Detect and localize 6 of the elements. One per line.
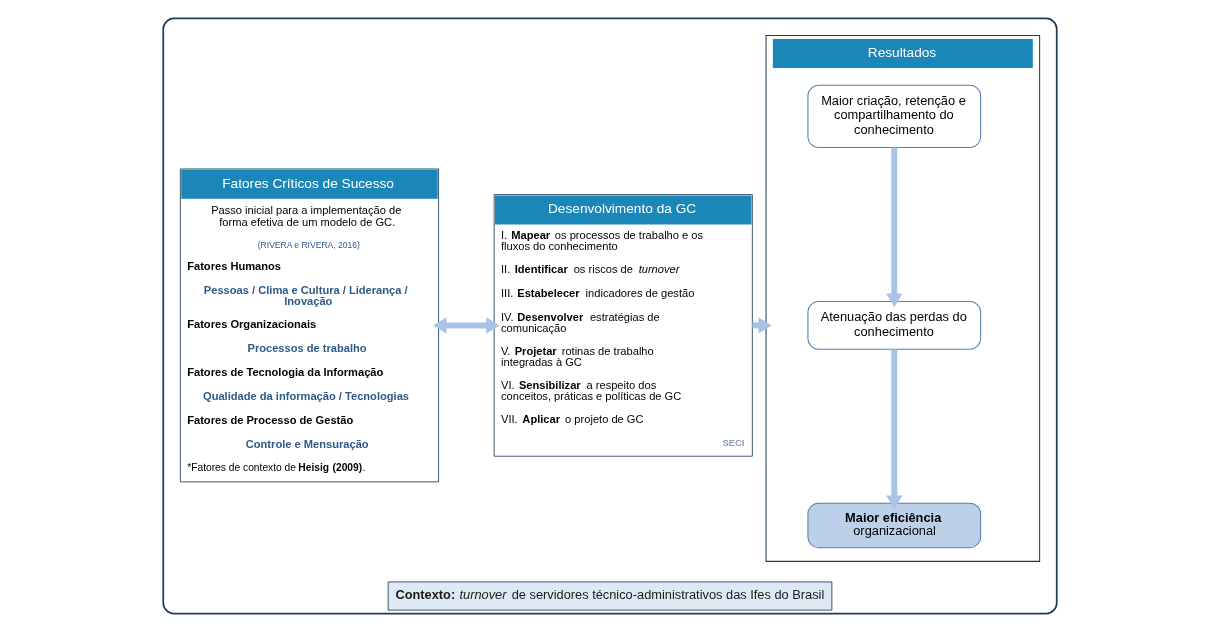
node-box: Atenuação das perdas do conhecimento — [807, 300, 982, 350]
arrow — [433, 317, 500, 334]
arrow — [886, 147, 903, 307]
arrow — [886, 349, 903, 509]
node-box: Maior eficiência organizacional — [807, 502, 982, 549]
node-box: Maior criação, retenção e compartilhamento do conhecimento — [807, 84, 982, 149]
